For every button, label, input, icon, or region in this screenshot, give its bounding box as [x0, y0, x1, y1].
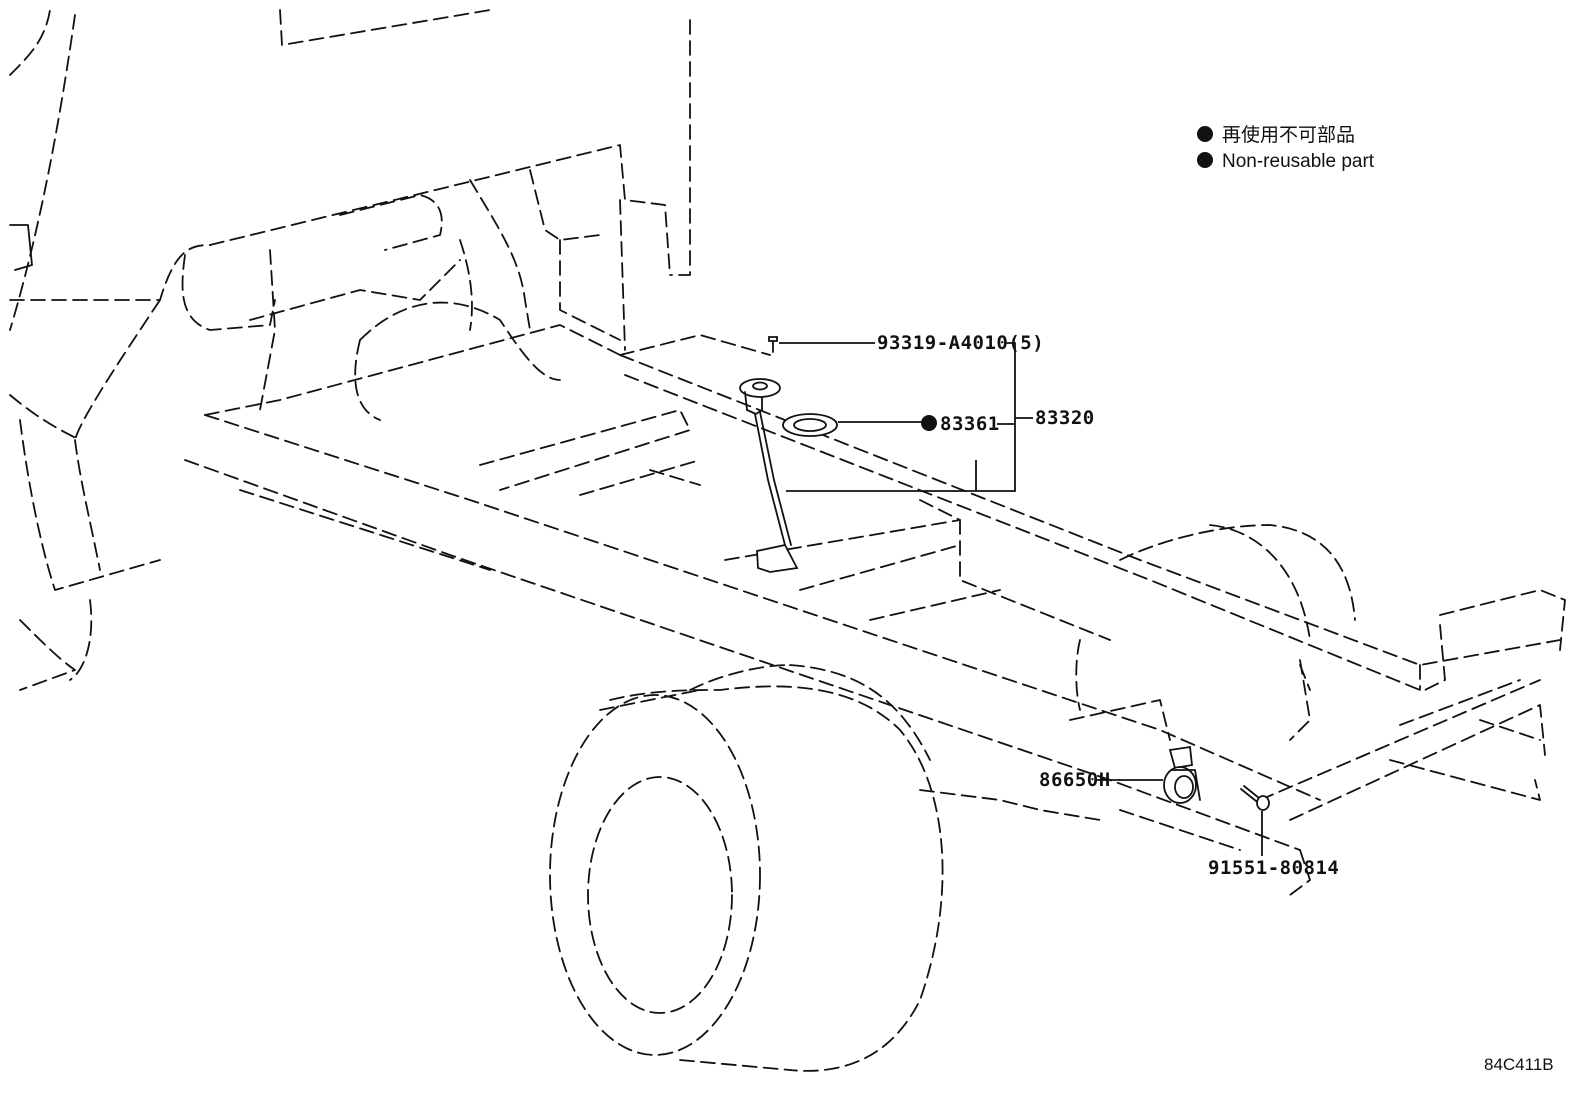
- cab-outline: [9, 9, 691, 691]
- front-tire-outline: [549, 664, 1101, 1072]
- non-reusable-dot-icon: [921, 415, 937, 431]
- horn-assembly: [1163, 745, 1201, 804]
- wheel-housing-outline: [181, 169, 626, 421]
- leader-lines: [779, 342, 1263, 856]
- frame-rails: [184, 324, 1561, 896]
- legend-label-en: Non-reusable part: [1222, 151, 1375, 172]
- figure-code: 84C411B: [1484, 1055, 1554, 1074]
- legend-label-jp: 再使用不可部品: [1222, 124, 1355, 146]
- legend: 再使用不可部品 Non-reusable part: [1197, 124, 1375, 172]
- rear-wheel-outline: [1075, 524, 1566, 711]
- callout-gauge-assy-83320: 83320: [1035, 407, 1095, 429]
- bolt-part: [1240, 785, 1270, 811]
- callout-bolt-91551: 91551-80814: [1208, 857, 1339, 879]
- callout-gasket-83361: 83361: [940, 413, 1000, 435]
- legend-dot-icon: [1197, 126, 1213, 142]
- legend-dot-icon: [1197, 152, 1213, 168]
- callout-horn-86650h: 86650H: [1039, 769, 1111, 791]
- fuel-sender-gauge: [739, 336, 838, 573]
- callout-screw-93319: 93319-A4010(5): [877, 332, 1044, 354]
